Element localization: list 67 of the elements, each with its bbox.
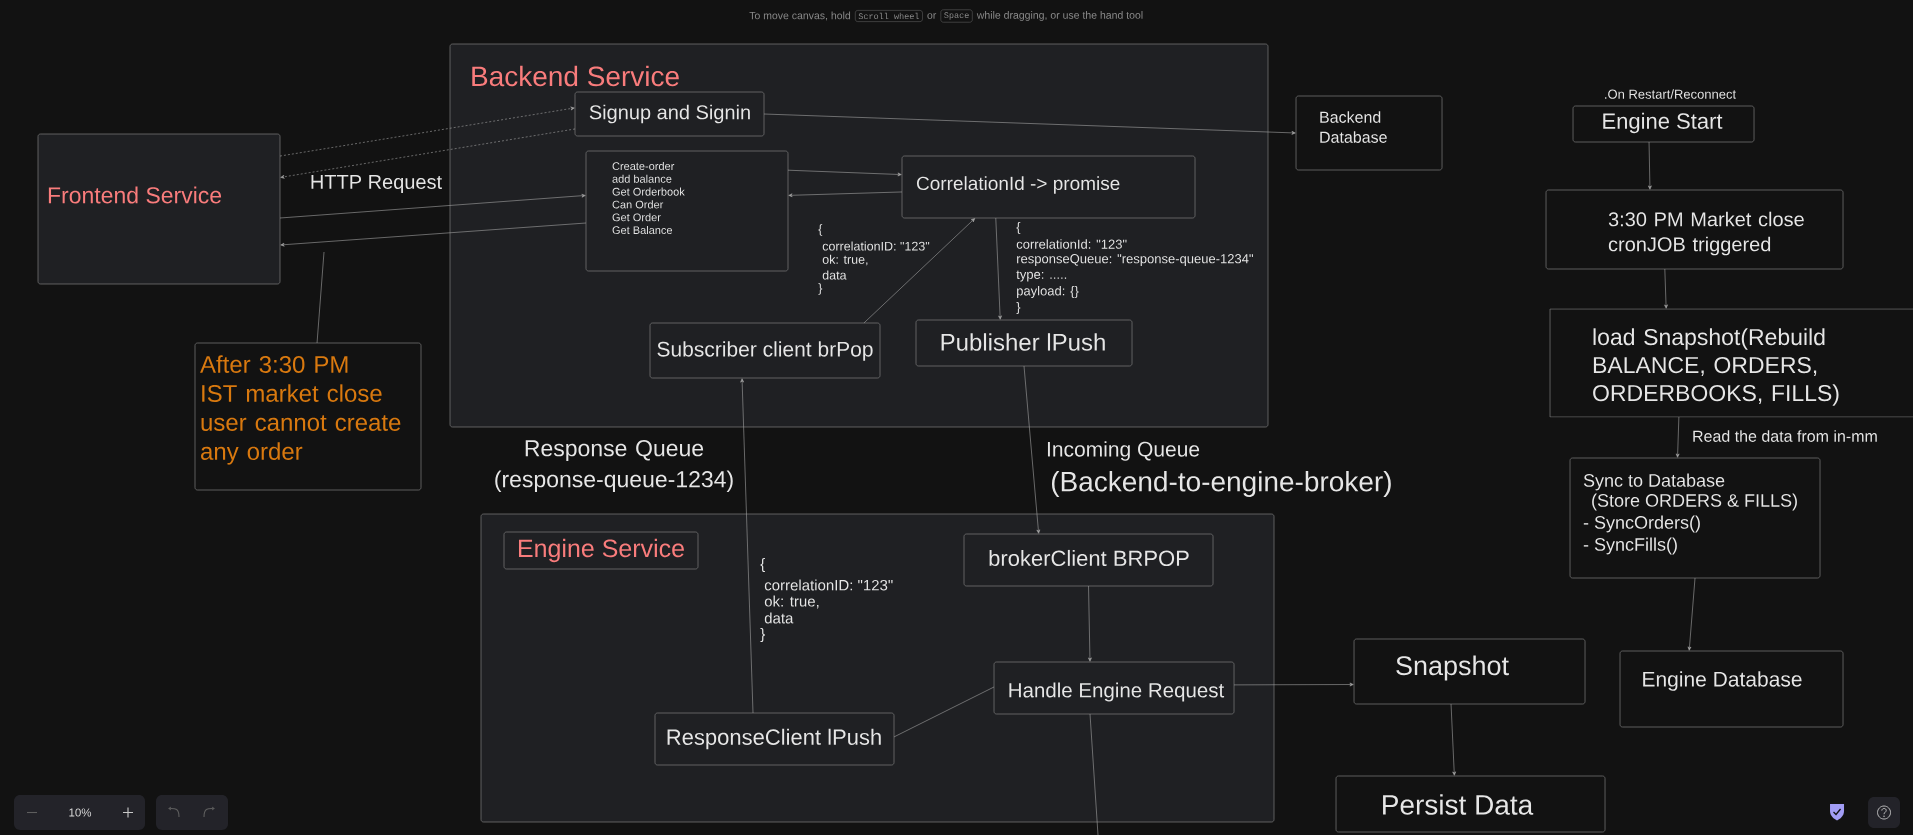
code-text: type: ..... xyxy=(1016,270,1067,282)
process-box: load Snapshot(Rebuild BALANCE, ORDERS, ORDERBOOKS, FILLS) xyxy=(1549,308,1913,418)
code-text: data xyxy=(764,612,794,624)
arrow xyxy=(763,113,1296,135)
arrow xyxy=(1648,141,1652,190)
hint-text: while dragging, or use the hand tool xyxy=(976,11,1143,21)
endpoint-list-box: Create-order add balance Get Orderbook Can Order Get Order Get Balance xyxy=(585,150,789,272)
code-text: } xyxy=(818,283,823,295)
node-caption: .On Restart/Reconnect xyxy=(1605,89,1736,99)
arrow xyxy=(1088,585,1092,662)
arrow xyxy=(788,191,903,198)
code-text: } xyxy=(760,628,765,642)
arrow xyxy=(740,378,754,714)
arrow xyxy=(787,169,902,177)
process-box: Persist Data xyxy=(1335,775,1606,833)
edge-label: Incoming Queue xyxy=(1047,441,1200,461)
process-box: Subscriber client brPop xyxy=(649,322,881,379)
arrow xyxy=(1233,682,1354,687)
edge-label: Response Queue (response-queue-1234) xyxy=(495,440,733,492)
key-cap: Space xyxy=(940,9,973,23)
code-text: correlationId: "123" xyxy=(1016,239,1127,249)
process-box: ResponseClient lPush xyxy=(654,712,895,766)
arrow xyxy=(1664,268,1668,309)
process-box: 3:30 PM Market close cronJOB triggered xyxy=(1545,189,1844,270)
process-box: Snapshot xyxy=(1353,638,1586,705)
arrow xyxy=(279,106,575,157)
arrow xyxy=(279,193,586,219)
code-text: ok: true, xyxy=(822,254,868,266)
database-box: Backend Database xyxy=(1295,95,1443,171)
process-box: Signup and Signin xyxy=(574,91,765,137)
arrow xyxy=(1450,703,1457,776)
connector-line xyxy=(893,686,995,738)
arrow xyxy=(280,128,576,179)
process-box: Engine Start xyxy=(1572,105,1755,143)
title-box: Engine Service xyxy=(503,531,699,570)
connector-line xyxy=(1089,713,1099,835)
service-frame xyxy=(480,513,1275,823)
process-box: Publisher lPush xyxy=(915,319,1133,367)
key-cap: Scroll wheel xyxy=(854,10,923,22)
arrow xyxy=(1687,577,1696,651)
arrow xyxy=(863,218,976,324)
arrow xyxy=(995,217,1002,320)
code-text: { xyxy=(818,224,823,236)
process-box: Handle Engine Request xyxy=(993,661,1235,715)
code-text: responseQueue: "response-queue-1234" xyxy=(1017,254,1253,266)
arrow xyxy=(1675,416,1680,458)
code-text: correlationID: "123" xyxy=(822,241,930,251)
database-box: Engine Database xyxy=(1619,650,1844,728)
note-box: After 3:30 PM IST market close user cannot create any order xyxy=(194,342,422,491)
leader-line xyxy=(316,251,325,344)
queue-label: (Backend-to-engine-broker) xyxy=(1051,470,1391,498)
service-box: Frontend Service xyxy=(37,133,281,285)
process-box: CorrelationId -> promise xyxy=(901,155,1196,219)
code-text: data xyxy=(822,270,847,280)
code-text: ok: true, xyxy=(764,595,819,609)
hint-text: To move canvas, hold xyxy=(749,11,851,21)
zoom-level: 10% xyxy=(69,808,92,817)
arrow xyxy=(1023,365,1041,534)
process-box: brokerClient BRPOP xyxy=(963,533,1214,587)
process-box: Sync to Database (Store ORDERS & FILLS) - SyncOrders() - SyncFills() xyxy=(1569,457,1821,579)
edge-label: Read the data from in-mm xyxy=(1693,430,1877,442)
code-text: payload: {} xyxy=(1017,285,1079,299)
code-text: { xyxy=(760,558,765,572)
arrow xyxy=(280,222,587,247)
code-text: correlationID: "123" xyxy=(764,579,893,591)
hint-text: or xyxy=(927,13,937,19)
edge-label: HTTP Request xyxy=(311,175,442,193)
